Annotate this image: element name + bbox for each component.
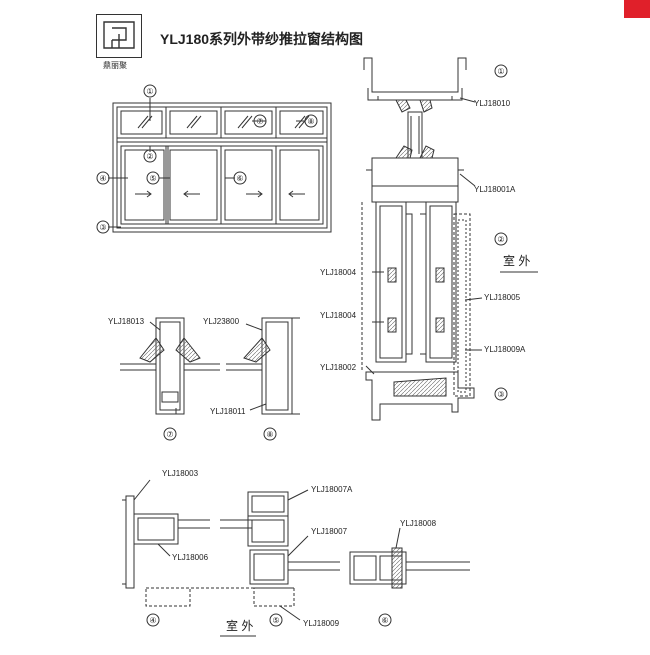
callout-6: ⑥: [236, 174, 243, 183]
label-ylj18008: YLJ18008: [400, 519, 437, 528]
detail-8-profile: [226, 317, 300, 441]
exterior-note-main: 室 外: [503, 253, 530, 268]
label-ylj18006: YLJ18006: [172, 553, 209, 562]
bottom-section-profile: [122, 479, 470, 627]
bottom-section-labels: YLJ18003 YLJ18007A YLJ18006 YLJ18007 YLJ…: [162, 469, 437, 628]
detail-7-profile: [120, 317, 220, 441]
callout-main-2: ②: [497, 235, 504, 244]
callout-4: ④: [99, 174, 106, 183]
label-ylj18009a: YLJ18009A: [484, 345, 526, 354]
label-ylj23800: YLJ23800: [203, 317, 240, 326]
label-ylj18009: YLJ18009: [303, 619, 340, 628]
label-ylj18007: YLJ18007: [311, 527, 348, 536]
label-ylj18005: YLJ18005: [484, 293, 521, 302]
exterior-note-bottom: 室 外: [226, 618, 253, 633]
label-ylj18001a: YLJ18001A: [474, 185, 516, 194]
label-ylj18010: YLJ18010: [474, 99, 511, 108]
callout-detail-8: ⑧: [266, 430, 273, 439]
label-ylj18003: YLJ18003: [162, 469, 199, 478]
bottom-section-callouts: ④ ⑤ ⑥: [149, 616, 388, 625]
page-title: YLJ180系列外带纱推拉窗结构图: [160, 31, 363, 47]
label-ylj18013: YLJ18013: [108, 317, 145, 326]
callout-bottom-6: ⑥: [381, 616, 388, 625]
callout-3: ③: [99, 223, 106, 232]
main-section-labels: YLJ18010 YLJ18001A YLJ18004 YLJ18004 YLJ…: [320, 99, 526, 372]
callout-2: ②: [146, 152, 153, 161]
callout-5: ⑤: [149, 174, 156, 183]
callout-bottom-5: ⑤: [272, 616, 279, 625]
label-ylj18002: YLJ18002: [320, 363, 357, 372]
label-ylj18011: YLJ18011: [210, 407, 246, 416]
callout-detail-7: ⑦: [166, 430, 173, 439]
elevation-callouts: ① ② ③ ④ ⑤ ⑥ ⑦ ⑧: [99, 87, 314, 232]
label-ylj18004-lower: YLJ18004: [320, 311, 357, 320]
logo-box: [96, 14, 142, 58]
main-section-profile: [361, 57, 508, 421]
callout-main-1: ①: [497, 67, 504, 76]
corner-tag: [624, 0, 650, 18]
callout-main-3: ③: [497, 390, 504, 399]
callout-7: ⑦: [256, 117, 263, 126]
callout-1: ①: [146, 87, 153, 96]
window-elevation: [96, 84, 332, 234]
label-ylj18007a: YLJ18007A: [311, 485, 353, 494]
logo-mark: [103, 21, 135, 49]
main-section-callouts: ① ② ③: [497, 67, 504, 399]
logo-text: 鼎丽聚: [103, 61, 127, 70]
callout-8: ⑧: [307, 117, 314, 126]
label-ylj18004-upper: YLJ18004: [320, 268, 357, 277]
callout-bottom-4: ④: [149, 616, 156, 625]
